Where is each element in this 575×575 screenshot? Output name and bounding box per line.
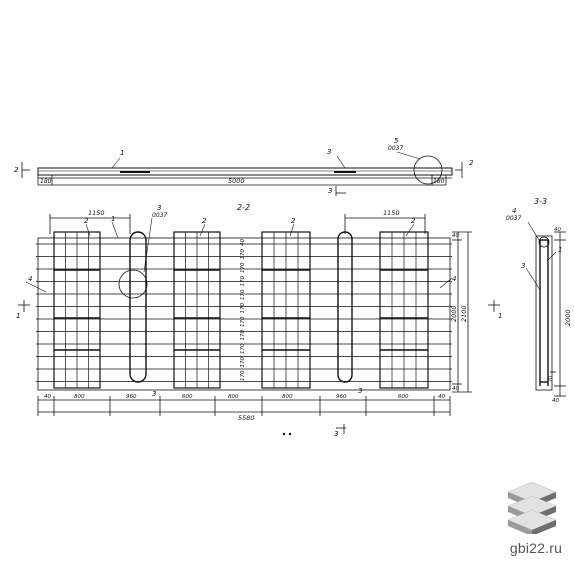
bottom-dim-label: 960 [336, 394, 347, 400]
section-1-right-label: 1 [498, 312, 502, 320]
callout-3-bottom-b: 3 [358, 387, 362, 395]
right-dim-bottom: 40 [452, 386, 459, 392]
top-callout-1: 1 [120, 149, 124, 157]
dim-total: 5580 [238, 414, 255, 422]
bottom-dim-label: 40 [438, 394, 445, 400]
top-dim-right: 180 [433, 178, 445, 185]
dim-1150-right: 1150 [383, 209, 400, 217]
bottom-dim-label: 600 [398, 394, 409, 400]
detail-5-circle [413, 155, 443, 185]
bottom-dim-labels: 40 800 960 600 800 800 960 600 40 [44, 394, 445, 400]
spacing-label: 170 [240, 316, 246, 327]
callout-4-right: 4 [452, 275, 456, 283]
spacing-dimension-column: 40 170 170 170 170 170 170 170 170 170 170 [240, 239, 246, 381]
bottom-dim-label: 40 [44, 394, 51, 400]
section-3-bottom-label: 3 [334, 430, 338, 438]
view-title-2-2: 2-2 [237, 203, 250, 212]
spacing-label: 170 [240, 262, 246, 273]
callout-2a: 2 [84, 217, 89, 225]
section-callout-4: 4 [512, 207, 516, 215]
dim-height-2100: 2100 [460, 305, 468, 322]
top-callout-3: 3 [327, 148, 331, 156]
rebar-mesh-group [53, 231, 429, 389]
callout-1: 1 [111, 215, 115, 223]
slab-outline [37, 237, 451, 391]
bottom-dim-label: 800 [228, 394, 239, 400]
section-callout-3: 3 [521, 262, 525, 270]
top-view-slab-outline [37, 167, 453, 176]
spacing-label: 170 [240, 357, 246, 368]
top-plan-view [21, 151, 463, 196]
top-dim-left: 180 [40, 178, 52, 185]
section-3-3-view [488, 221, 566, 397]
bottom-dim-label: 600 [182, 394, 193, 400]
section-view-labels: 3-3 4 0037 1 3 1 40 2000 40 70 [498, 197, 572, 404]
spacing-label: 170 [240, 303, 246, 314]
spacing-label: 170 [240, 343, 246, 354]
logo-slab-left [508, 520, 532, 534]
callout-2c: 2 [291, 217, 296, 225]
detail-3-circle [118, 269, 148, 299]
section-dim-bottom: 40 [552, 398, 559, 404]
section-3-top-label: 3 [328, 187, 332, 195]
dim-height-2000: 2000 [450, 305, 458, 322]
top-view-labels: 1 3 5 0037 2 2 180 5000 180 3 [14, 137, 474, 195]
dim-1150-left: 1150 [88, 209, 105, 217]
view-title-3-3: 3-3 [534, 197, 547, 206]
section-detail-circle [538, 236, 550, 248]
bottom-dim-label: 800 [282, 394, 293, 400]
site-watermark: gbi22.ru [509, 540, 563, 556]
callout-2b: 2 [202, 217, 207, 225]
top-callout-5-sub: 0037 [388, 145, 403, 152]
section-1-left-label: 1 [16, 312, 20, 320]
spacing-label: 170 [240, 370, 246, 381]
main-elevation-view [18, 214, 472, 436]
section-slab-outline [535, 235, 553, 391]
lifting-loop-right [337, 231, 353, 383]
section-callout-1: 1 [558, 246, 562, 254]
section-dim-height: 2000 [564, 309, 572, 326]
section-callout-4-sub: 0037 [506, 215, 521, 222]
spacing-label: 170 [240, 289, 246, 300]
bottom-dim-ticks [37, 396, 451, 416]
section-2-left-label: 2 [14, 166, 19, 174]
section-dim-small: 70 [548, 376, 554, 382]
horizontal-rebar-group [36, 243, 452, 382]
callout-2d: 2 [411, 217, 416, 225]
section-dim-top: 40 [554, 227, 561, 233]
spacing-label: 40 [240, 239, 246, 246]
right-dim-top: 40 [452, 233, 459, 239]
callout-4-left: 4 [28, 275, 32, 283]
top-callout-5: 5 [394, 137, 399, 145]
callout-3: 3 [157, 204, 161, 212]
top-dim-main: 5000 [228, 177, 245, 185]
callout-3-bottom: 3 [152, 390, 156, 398]
main-view-labels: 2-2 1150 1150 1 2 2 2 2 3 0037 3 3 4 4 1… [16, 203, 468, 438]
spacing-label: 170 [240, 330, 246, 341]
stacked-slabs-icon [507, 481, 557, 534]
lifting-loop-left [129, 231, 147, 383]
bottom-dim-label: 960 [126, 394, 137, 400]
section-2-right-label: 2 [469, 159, 474, 167]
callout-3-sub: 0037 [152, 212, 167, 219]
bottom-dim-label: 800 [74, 394, 85, 400]
spacing-label: 170 [240, 276, 246, 287]
logo-slab-right [532, 520, 556, 534]
spacing-label: 170 [240, 249, 246, 260]
